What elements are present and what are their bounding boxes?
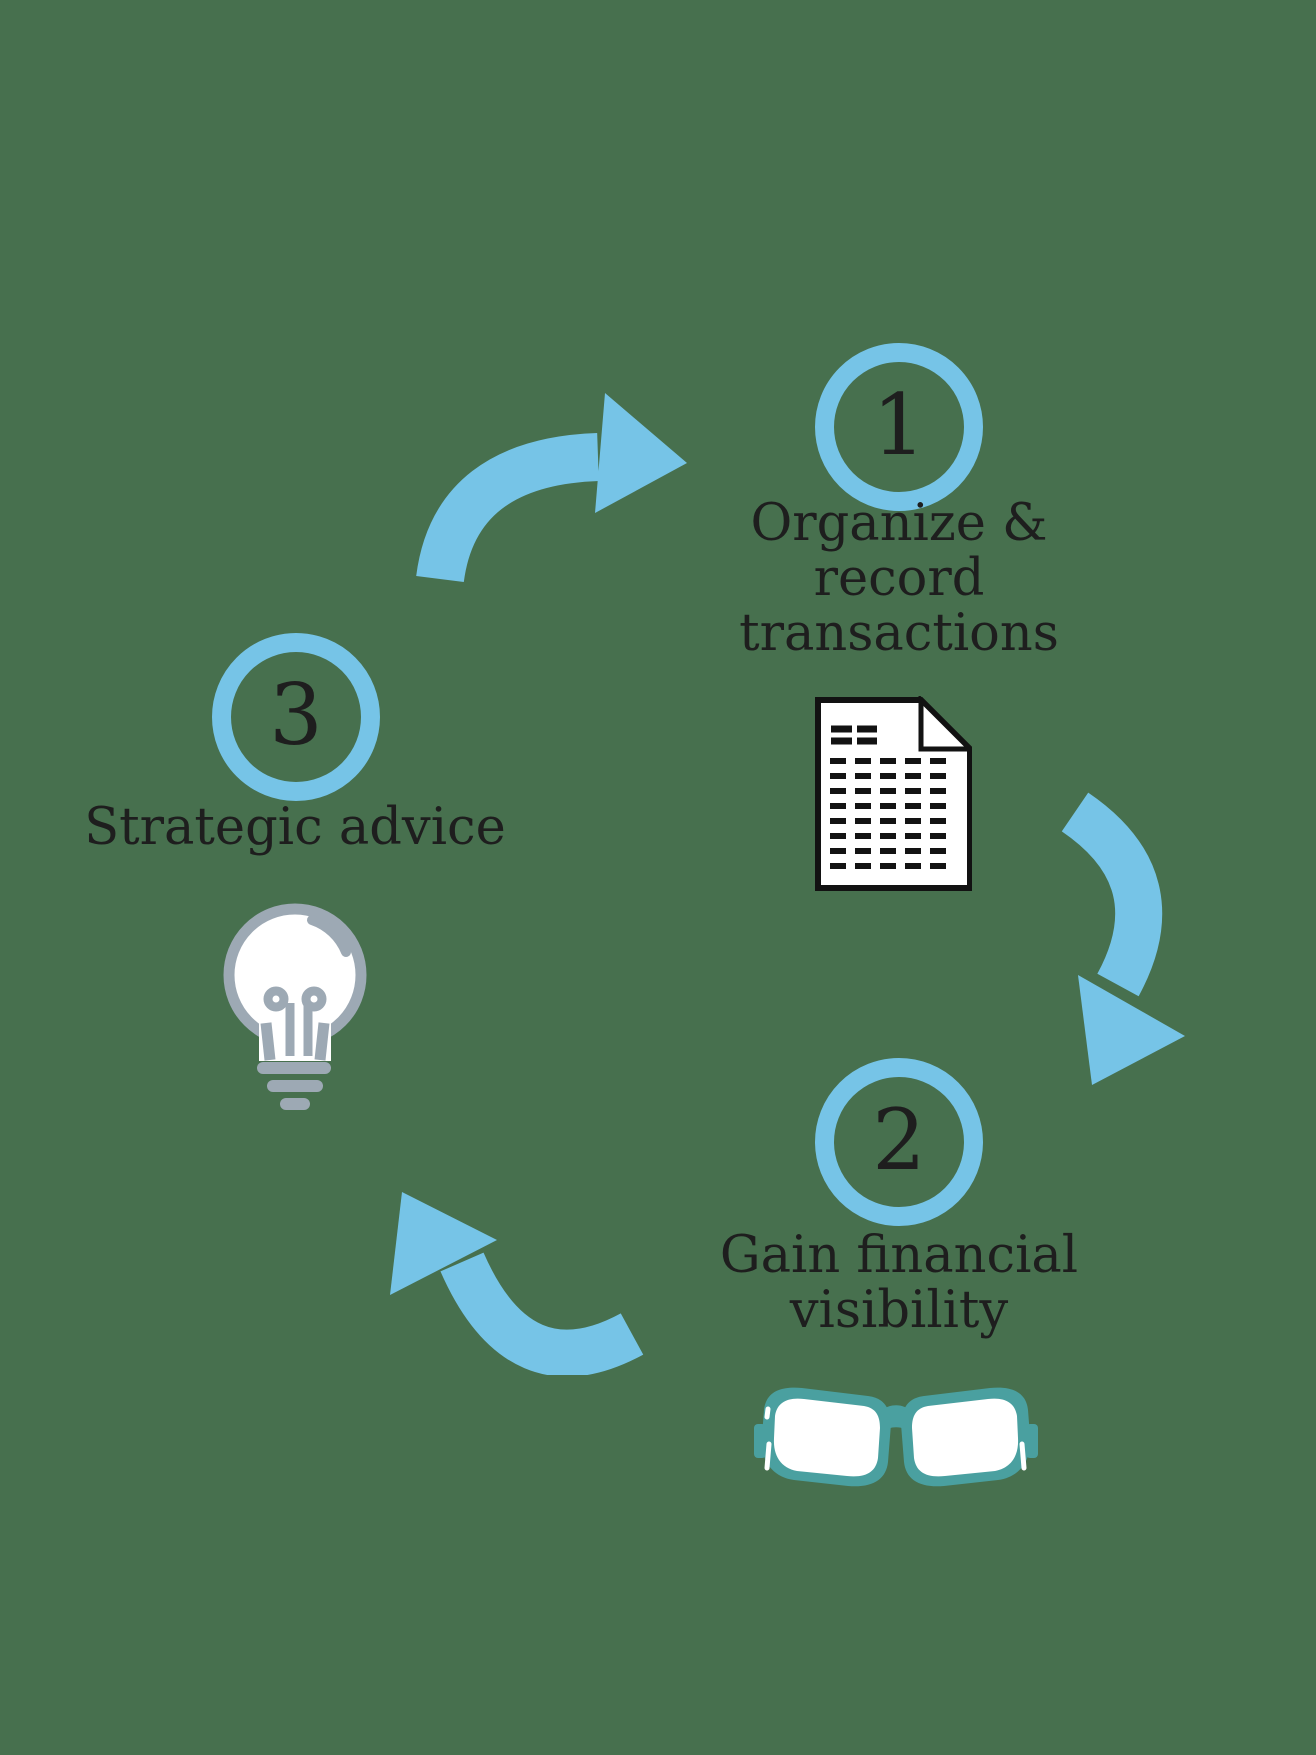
lightbulb-icon [223, 903, 367, 1110]
step-1-label-line: transactions [739, 604, 1059, 663]
glasses-icon [754, 1387, 1038, 1487]
arrow-step2-to-step3-icon [390, 1192, 644, 1375]
arrow-step1-to-step2-icon [1061, 792, 1185, 1085]
step-1-label-line: record [813, 549, 985, 608]
step-2-badge: 2 [815, 1058, 983, 1226]
step-3-number: 3 [269, 666, 323, 764]
step-2-label-line: Gain financial [719, 1226, 1079, 1285]
step-1-badge: 1 [815, 343, 983, 511]
arrow-step3-to-step1-icon [416, 393, 687, 583]
step-2-label-line: visibility [789, 1281, 1009, 1340]
step-1-label: Organize & record transactions [646, 496, 1152, 661]
step-2-label: Gain financial visibility [646, 1228, 1152, 1338]
step-1-label-line: Organize & [750, 494, 1048, 553]
step-2-number: 2 [872, 1091, 926, 1189]
step-3-badge: 3 [212, 633, 380, 801]
step-3-label-line: Strategic advice [84, 798, 506, 857]
step-3-label: Strategic advice [45, 800, 545, 855]
document-icon [815, 696, 972, 891]
step-1-number: 1 [872, 376, 926, 474]
